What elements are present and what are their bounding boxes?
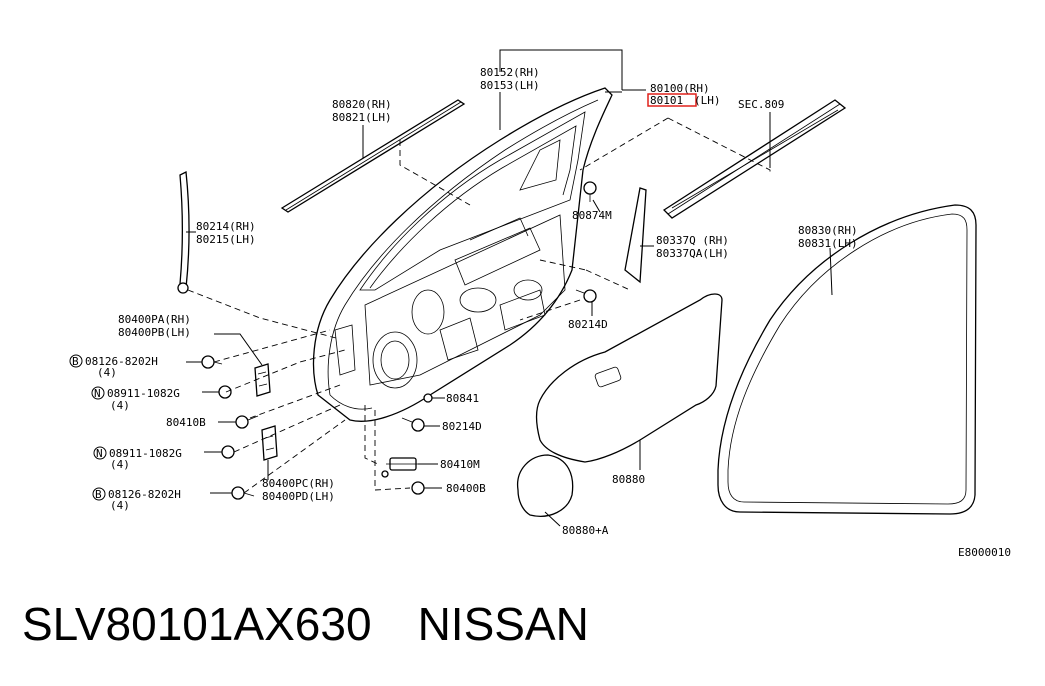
front-sash-seal[interactable] xyxy=(177,170,190,294)
label-80101[interactable]: 80101 xyxy=(650,94,683,107)
bolt-80214d-upper[interactable] xyxy=(575,289,597,303)
circle-n-upper: N xyxy=(91,386,105,400)
label-80831[interactable]: 80831(LH) xyxy=(798,237,858,250)
label-08126-lower[interactable]: 08126-8202H xyxy=(108,488,181,501)
label-08911-upper[interactable]: 08911-1082G xyxy=(107,387,180,400)
label-80101-suffix: (LH) xyxy=(694,94,721,107)
circle-b-upper: B xyxy=(69,354,83,368)
label-80153[interactable]: 80153(LH) xyxy=(480,79,540,92)
nut-08911-lower[interactable] xyxy=(221,445,235,459)
nut-08911-upper[interactable] xyxy=(218,385,232,399)
label-80880a[interactable]: 80880+A xyxy=(562,524,609,537)
brand-name: NISSAN xyxy=(417,598,589,650)
hinge-upper[interactable] xyxy=(254,363,271,397)
label-08911-lower[interactable]: 08911-1082G xyxy=(109,447,182,460)
label-08126-lower-qty: (4) xyxy=(110,499,130,512)
bolt-80400b[interactable] xyxy=(411,481,425,495)
highlight-80101[interactable] xyxy=(647,93,697,107)
label-80100[interactable]: 80100(RH) xyxy=(650,82,710,95)
part-caption: SLV80101AX630 NISSAN xyxy=(22,597,589,651)
door-weatherstrip[interactable] xyxy=(717,204,977,515)
label-80830[interactable]: 80830(RH) xyxy=(798,224,858,237)
hinge-lower[interactable] xyxy=(261,425,278,461)
label-80841[interactable]: 80841 xyxy=(446,392,479,405)
bolt-08126-upper[interactable] xyxy=(201,355,223,369)
bolt-80214d-lower[interactable] xyxy=(401,417,425,432)
label-80874m[interactable]: 80874M xyxy=(572,209,612,222)
label-08126-upper-qty: (4) xyxy=(97,366,117,379)
drawing-code: E8000010 xyxy=(958,546,1011,559)
label-80400pa[interactable]: 80400PA(RH) xyxy=(118,313,191,326)
label-80410b[interactable]: 80410B xyxy=(166,416,206,429)
bolt-80410b[interactable] xyxy=(235,415,259,429)
label-80400pd[interactable]: 80400PD(LH) xyxy=(262,490,335,503)
clip-80874m[interactable] xyxy=(583,181,597,202)
circle-b-lower: B xyxy=(92,487,106,501)
sealing-screen[interactable] xyxy=(535,293,723,463)
label-80410m[interactable]: 80410M xyxy=(440,458,480,471)
circle-n-lower: N xyxy=(93,446,107,460)
svg-text:B: B xyxy=(95,488,102,501)
label-80214d-lower[interactable]: 80214D xyxy=(442,420,482,433)
label-sec809[interactable]: SEC.809 xyxy=(738,98,784,111)
part-number: SLV80101AX630 xyxy=(22,598,372,650)
label-80152[interactable]: 80152(RH) xyxy=(480,66,540,79)
label-80880[interactable]: 80880 xyxy=(612,473,645,486)
belt-moulding-outer[interactable] xyxy=(280,99,466,213)
screen-80880a[interactable] xyxy=(517,454,574,517)
label-80337q[interactable]: 80337Q (RH) xyxy=(656,234,729,247)
door-sash-cover[interactable] xyxy=(624,187,647,284)
belt-moulding-inner[interactable] xyxy=(662,99,847,219)
bolt-08126-lower[interactable] xyxy=(231,486,255,500)
label-80214d-upper[interactable]: 80214D xyxy=(568,318,608,331)
label-80821[interactable]: 80821(LH) xyxy=(332,111,392,124)
label-80400b[interactable]: 80400B xyxy=(446,482,486,495)
check-link-80410m[interactable] xyxy=(381,457,420,478)
svg-text:N: N xyxy=(96,447,103,460)
label-08126-upper[interactable]: 08126-8202H xyxy=(85,355,158,368)
svg-text:N: N xyxy=(94,387,101,400)
label-08911-upper-qty: (4) xyxy=(110,399,130,412)
label-80400pb[interactable]: 80400PB(LH) xyxy=(118,326,191,339)
label-80337qa[interactable]: 80337QA(LH) xyxy=(656,247,729,260)
label-80214[interactable]: 80214(RH) xyxy=(196,220,256,233)
clip-80841[interactable] xyxy=(423,393,433,403)
label-08911-lower-qty: (4) xyxy=(110,458,130,471)
label-80215[interactable]: 80215(LH) xyxy=(196,233,256,246)
label-80400pc[interactable]: 80400PC(RH) xyxy=(262,477,335,490)
label-80820[interactable]: 80820(RH) xyxy=(332,98,392,111)
svg-text:B: B xyxy=(72,355,79,368)
